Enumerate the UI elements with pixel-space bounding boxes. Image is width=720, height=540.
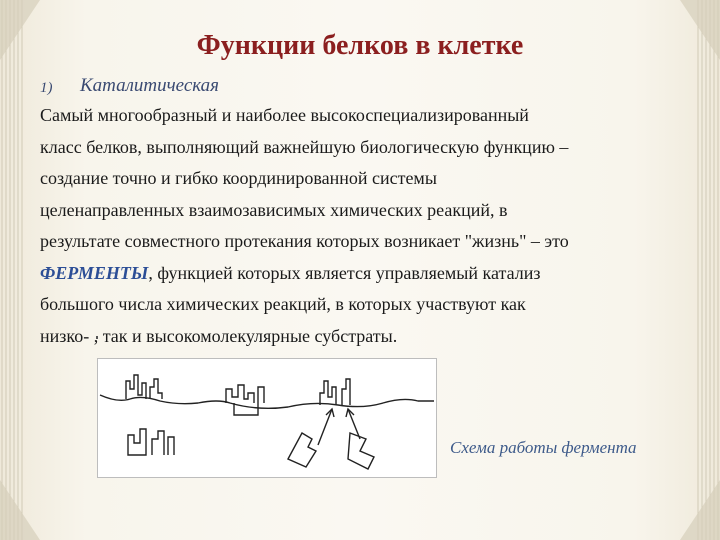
- subheading-number: 1): [40, 80, 53, 96]
- paragraph-line: большого числа химических реакций, в кот…: [40, 294, 526, 314]
- paragraph-line: низко- , так и высокомолекулярные субстр…: [40, 325, 398, 346]
- paragraph-line: целенаправленных взаимозависимых химичес…: [40, 199, 508, 220]
- paragraph-line: создание точно и гибко координированной …: [40, 168, 437, 188]
- paragraph-line: класс белков, выполняющий важнейшую биол…: [40, 136, 569, 157]
- left-decorative-border: [0, 0, 40, 540]
- figure-caption: Схема работы фермента: [450, 438, 637, 457]
- paragraph-line: результате совместного протекания которы…: [40, 231, 569, 251]
- enzymes-keyword: ФЕРМЕНТЫ: [40, 262, 149, 283]
- subheading-title: Каталитическая: [80, 75, 220, 96]
- right-decorative-border: [680, 0, 720, 540]
- text-marker: [96, 336, 98, 339]
- body-paragraph: Самый многообразный и наиболее высокоспе…: [40, 100, 690, 352]
- paragraph-line-rest: , функцией которых является управляемый …: [148, 262, 541, 283]
- slide-title: Функции белков в клетке: [196, 30, 524, 61]
- paragraph-line: Самый многообразный и наиболее высокоспе…: [40, 105, 529, 125]
- paragraph-line: ФЕРМЕНТЫ, функцией которых является упра…: [40, 258, 690, 290]
- enzyme-scheme-diagram: [97, 358, 437, 478]
